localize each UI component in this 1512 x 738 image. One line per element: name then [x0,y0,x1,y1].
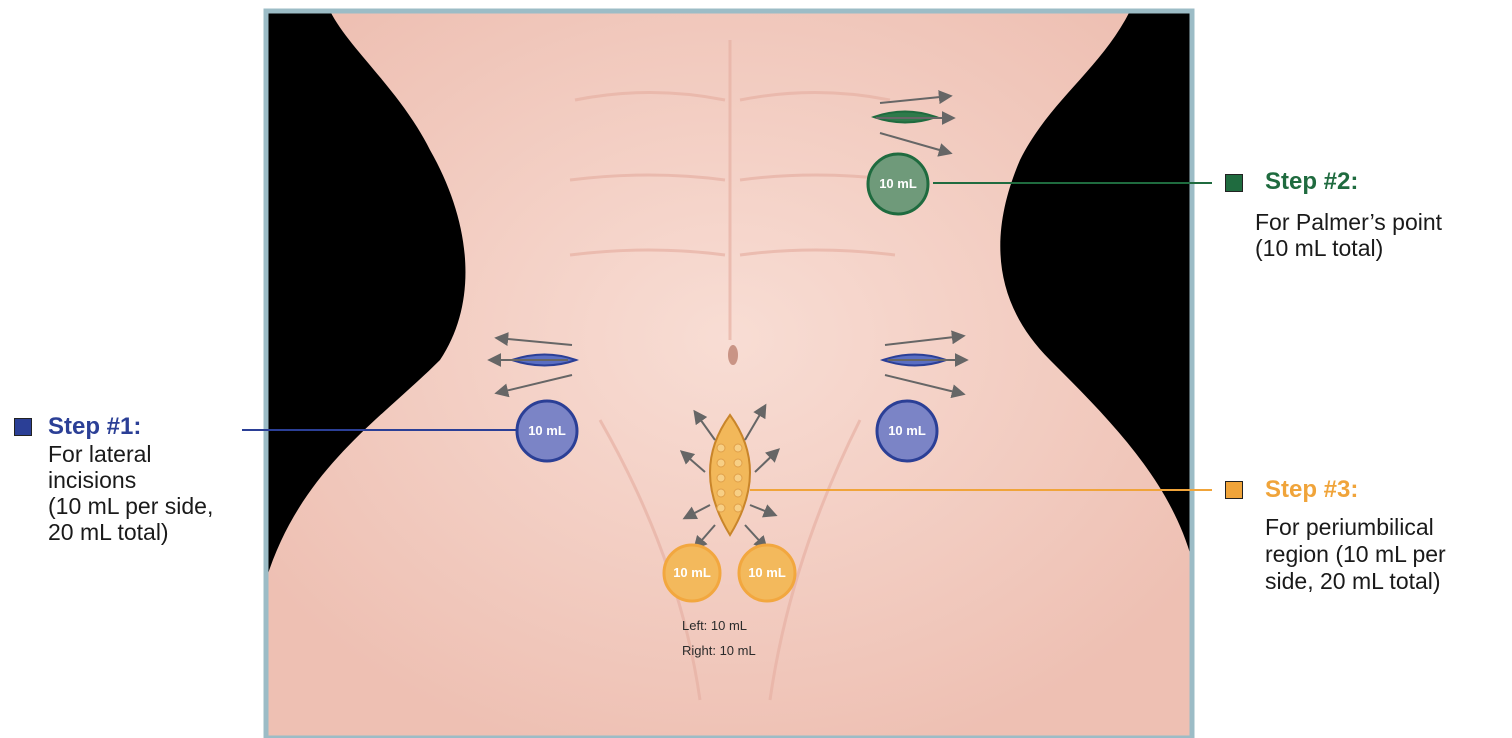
step1-color-swatch [14,418,32,436]
step1-desc-line: (10 mL per side, [48,493,213,520]
step2-desc-line: (10 mL total) [1255,235,1383,262]
step1-title: Step #1: [48,413,141,441]
injection-site-label: 10 mL [662,565,722,580]
step3-desc-line: For periumbilical [1265,514,1434,541]
step2-title: Step #2: [1265,168,1358,196]
injection-site-label: 10 mL [877,423,937,438]
dose-note-right: Right: 10 mL [682,643,756,658]
step3-desc-line: region (10 mL per [1265,541,1446,568]
navel [728,345,738,365]
step2-desc-line: For Palmer’s point [1255,209,1442,236]
step2-color-swatch [1225,174,1243,192]
step3-title: Step #3: [1265,476,1358,504]
injection-site-label: 10 mL [868,176,928,191]
dose-note-left: Left: 10 mL [682,618,747,633]
step1-desc-line: 20 mL total) [48,519,169,546]
step3-color-swatch [1225,481,1243,499]
injection-site-label: 10 mL [517,423,577,438]
step1-desc-line: incisions [48,467,136,494]
step3-desc-line: side, 20 mL total) [1265,568,1441,595]
injection-site-label: 10 mL [737,565,797,580]
step1-desc-line: For lateral [48,441,152,468]
